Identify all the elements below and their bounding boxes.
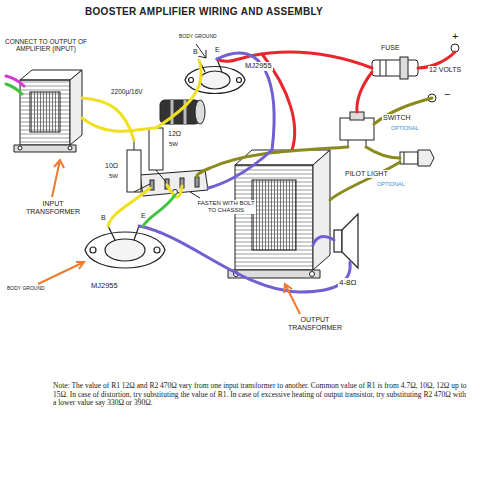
switch [340,112,374,147]
transistor-top [185,59,245,94]
wires [6,52,455,292]
pin-label: B [100,214,107,222]
resistor-rating: 5W [168,141,179,148]
pin-label: E [214,46,221,54]
optional-label: OPTIONAL [390,125,420,131]
pin-label: B [192,48,199,56]
ground-label: BODY GROUND [6,286,46,292]
voltage-label: 12 VOLTS [428,66,462,74]
capacitor-value: 2200μ/16V [110,88,144,95]
pin-label: E [140,212,147,220]
output-transformer-label: OUTPUT TRANSFORMER [272,316,358,332]
pilot-light [400,150,434,166]
input-transformer [14,70,82,152]
part-number: MJ2955 [244,62,273,71]
resistor-r2 [127,140,150,192]
leader-arrows [38,44,300,314]
resistor-rating: 5W [108,173,119,180]
ground-label: BODY GROUND [178,34,218,40]
part-number: MJ2955 [90,282,119,291]
impedance-label: 4-8Ω [338,278,358,287]
speaker [334,214,358,268]
output-transformer [228,150,330,278]
input-note: CONNECT TO OUTPUT OF AMPLIFIER (INPUT) [4,38,88,53]
title: BOOSTER AMPLIFIER WIRING AND ASSEMBLY [85,6,323,17]
polarity-sign: + [451,30,459,43]
fasten-note: FASTEN WITH BOLT TO CHASSIS [196,200,256,214]
optional-label: OPTIONAL [376,181,406,187]
fuse-holder [372,57,418,79]
switch-label: SWITCH [382,114,412,122]
polarity-sign: − [443,88,451,101]
resistor-value: 12Ω [167,130,182,138]
pilot-label: PILOT LIGHT [344,170,389,178]
fuse-label: FUSE [380,44,401,52]
transistor-bottom [85,226,165,268]
note-text: Note: The value of R1 12Ω and R2 470Ω va… [52,382,468,408]
resistor-value: 10Ω [104,162,119,170]
resistor-r1 [149,128,166,182]
input-transformer-label: INPUT TRANSFORMER [16,200,90,216]
